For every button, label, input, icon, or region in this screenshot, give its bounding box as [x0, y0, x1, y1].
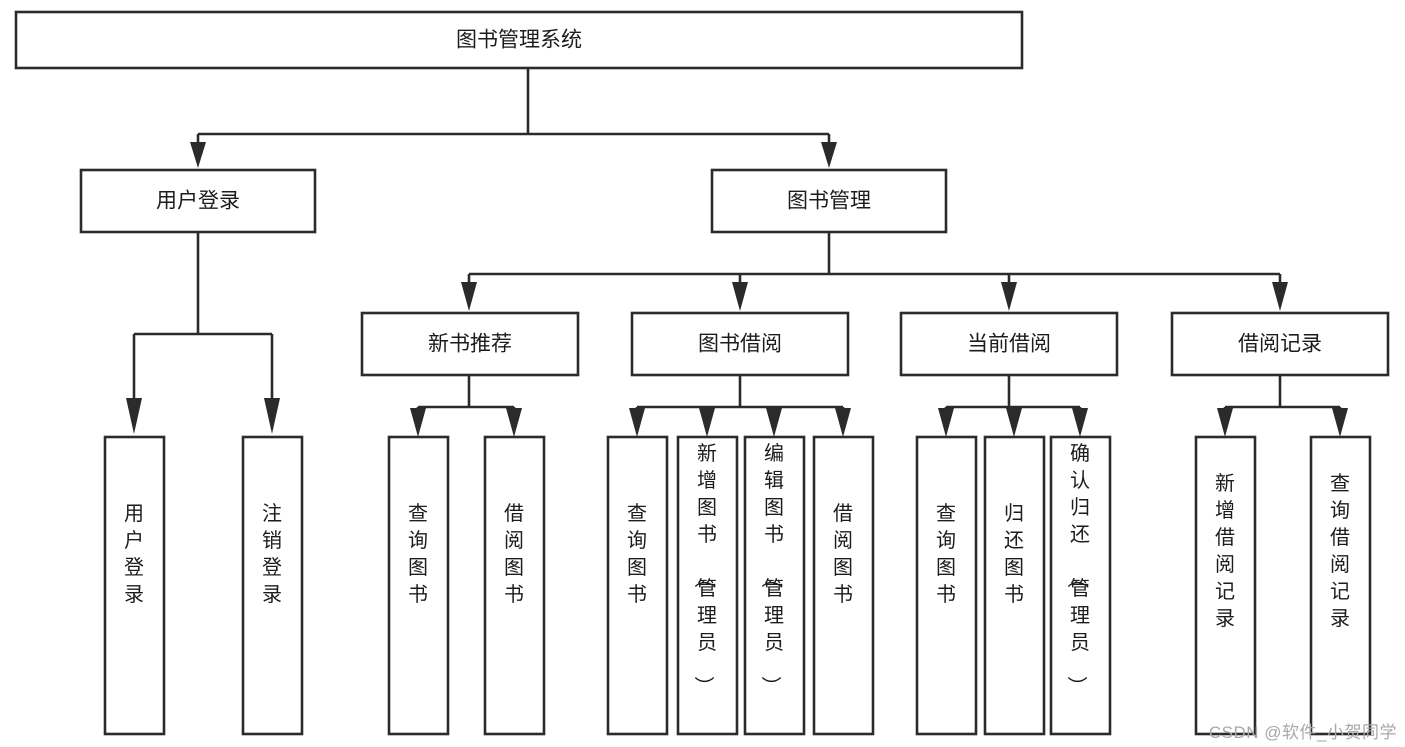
arrow-head-leaf-logout-login	[264, 398, 280, 434]
node-leaf-query-book-1[interactable]: 查询图书	[387, 435, 450, 736]
node-current-borrow-label: 当前借阅	[967, 333, 1051, 356]
node-leaf-borrow-book-2-box[interactable]	[812, 435, 875, 736]
connector-group-book-borrow-to-leaves	[629, 375, 851, 437]
node-leaf-query-book-1-label: 查询图书	[408, 502, 428, 606]
node-leaf-borrow-book-2-label: 借阅图书	[833, 502, 853, 606]
node-borrow-record[interactable]: 借阅记录	[1170, 311, 1390, 377]
connector-group-user-login-to-leaves	[126, 232, 280, 434]
node-leaf-query-book-2-label: 查询图书	[627, 502, 647, 606]
node-book-borrow-label: 图书借阅	[698, 333, 782, 356]
node-leaf-borrow-book-1[interactable]: 借阅图书	[483, 435, 546, 736]
node-borrow-record-label: 借阅记录	[1238, 333, 1322, 356]
arrow-head-leaf-borrow-book-1	[506, 408, 522, 437]
connector-group-current-borrow-to-leaves	[938, 375, 1088, 437]
arrow-head-user-login	[190, 142, 206, 168]
node-user-login[interactable]: 用户登录	[79, 168, 317, 234]
node-leaf-borrow-book-1-box[interactable]	[483, 435, 546, 736]
node-leaf-query-borrow-record-box[interactable]	[1309, 435, 1372, 736]
node-leaf-add-book-admin-box[interactable]	[676, 435, 739, 736]
node-leaf-edit-book-admin[interactable]: 编辑图书（管理员）	[743, 435, 806, 736]
node-current-borrow[interactable]: 当前借阅	[899, 311, 1119, 377]
arrow-head-leaf-query-book-3	[938, 408, 954, 437]
node-leaf-user-login[interactable]: 用户登录	[103, 435, 166, 736]
node-leaf-user-login-label: 用户登录	[124, 503, 144, 606]
node-new-book-recommend-label: 新书推荐	[428, 333, 512, 356]
arrow-head-leaf-user-login	[126, 398, 142, 434]
node-leaf-borrow-book-2[interactable]: 借阅图书	[812, 435, 875, 736]
node-leaf-add-borrow-record-label: 新增借阅记录	[1215, 472, 1235, 630]
node-book-borrow[interactable]: 图书借阅	[630, 311, 850, 377]
arrow-head-book-borrow	[732, 282, 748, 311]
node-leaf-confirm-return-admin[interactable]: 确认归还（管理员）	[1049, 435, 1112, 736]
node-leaf-return-book[interactable]: 归还图书	[983, 435, 1046, 736]
node-user-login-box[interactable]	[79, 168, 317, 234]
node-leaf-query-book-3-label: 查询图书	[936, 502, 956, 606]
node-borrow-record-box[interactable]	[1170, 311, 1390, 377]
node-book-management-label: 图书管理	[787, 190, 871, 213]
node-leaf-add-book-admin[interactable]: 新增图书（管理员）	[676, 435, 739, 736]
node-leaf-logout-login[interactable]: 注销登录	[241, 435, 304, 736]
node-leaf-borrow-book-1-label: 借阅图书	[504, 502, 524, 606]
node-leaf-query-borrow-record[interactable]: 查询借阅记录	[1309, 435, 1372, 736]
node-leaf-query-book-3[interactable]: 查询图书	[915, 435, 978, 736]
arrow-head-leaf-query-book-2	[629, 408, 645, 437]
arrow-head-leaf-add-borrow-record	[1217, 408, 1233, 437]
arrow-head-leaf-edit-book-admin	[766, 408, 782, 437]
node-leaf-query-book-2-box[interactable]	[606, 435, 669, 736]
arrow-head-leaf-return-book	[1006, 408, 1022, 437]
node-leaf-confirm-return-admin-box[interactable]	[1049, 435, 1112, 736]
arrow-head-borrow-record	[1272, 282, 1288, 311]
arrow-head-new-book-recommend	[461, 282, 477, 311]
node-leaf-add-borrow-record-box[interactable]	[1194, 435, 1257, 736]
connector-group-root-to-level2	[190, 68, 837, 168]
node-leaf-logout-login-label: 注销登录	[262, 502, 282, 606]
connector-group-new-book-recommend-to-leaves	[410, 375, 522, 437]
node-leaf-return-book-label: 归还图书	[1004, 502, 1024, 606]
node-new-book-recommend[interactable]: 新书推荐	[360, 311, 580, 377]
node-leaf-edit-book-admin-label: 编辑图书（管理员）	[759, 442, 784, 696]
node-user-login-label: 用户登录	[156, 190, 240, 213]
arrow-head-leaf-query-book-1	[410, 408, 426, 437]
arrow-head-book-management	[821, 142, 837, 168]
node-leaf-logout-login-box[interactable]	[241, 435, 304, 736]
arrow-head-current-borrow	[1001, 282, 1017, 311]
node-book-management-box[interactable]	[710, 168, 948, 234]
arrow-head-leaf-borrow-book-2	[835, 408, 851, 437]
node-leaf-confirm-return-admin-label: 确认归还（管理员）	[1065, 442, 1090, 696]
node-root-label: 图书管理系统	[456, 29, 582, 52]
connector-group-book-management-to-level3	[461, 232, 1288, 311]
node-leaf-add-book-admin-label: 新增图书（管理员）	[692, 442, 717, 696]
arrow-head-leaf-query-borrow-record	[1332, 408, 1348, 437]
node-current-borrow-box[interactable]	[899, 311, 1119, 377]
node-leaf-query-book-3-box[interactable]	[915, 435, 978, 736]
node-leaf-query-book-1-box[interactable]	[387, 435, 450, 736]
arrow-head-leaf-confirm-return-admin	[1072, 408, 1088, 437]
node-root-box[interactable]	[14, 10, 1024, 70]
node-leaf-return-book-box[interactable]	[983, 435, 1046, 736]
arrow-head-leaf-add-book-admin	[699, 408, 715, 437]
node-book-borrow-box[interactable]	[630, 311, 850, 377]
node-leaf-query-book-2[interactable]: 查询图书	[606, 435, 669, 736]
node-leaf-user-login-box[interactable]	[103, 435, 166, 736]
node-root[interactable]: 图书管理系统	[14, 10, 1024, 70]
node-leaf-add-borrow-record[interactable]: 新增借阅记录	[1194, 435, 1257, 736]
connector-group-borrow-record-to-leaves	[1217, 375, 1348, 437]
node-leaf-query-borrow-record-label: 查询借阅记录	[1330, 472, 1350, 630]
node-leaf-edit-book-admin-box[interactable]	[743, 435, 806, 736]
node-new-book-recommend-box[interactable]	[360, 311, 580, 377]
node-book-management[interactable]: 图书管理	[710, 168, 948, 234]
